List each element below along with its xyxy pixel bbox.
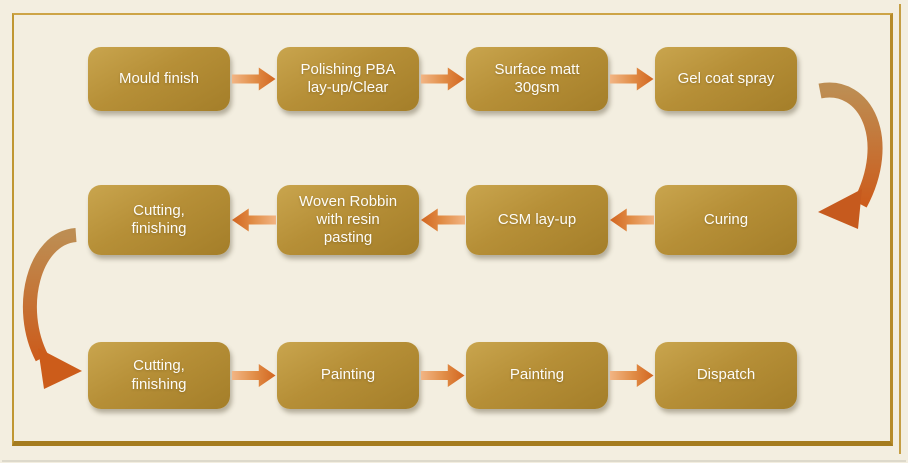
flow-step-label: Cutting, finishing bbox=[131, 357, 187, 393]
flow-step-mould-finish: Mould finish bbox=[88, 47, 230, 111]
flow-step-label: Dispatch bbox=[696, 366, 756, 384]
connector-gap bbox=[419, 342, 466, 409]
arrow-right-icon bbox=[420, 363, 465, 388]
bottom-edge-line bbox=[2, 460, 906, 462]
flow-step-label: Cutting, finishing bbox=[131, 201, 187, 237]
connector-gap bbox=[608, 185, 655, 255]
connector-gap bbox=[230, 342, 277, 409]
arrow-left-icon bbox=[232, 208, 276, 232]
flow-step-gel-coat-spray: Gel coat spray bbox=[655, 47, 797, 111]
flow-step-surface-matt: Surface matt 30gsm bbox=[466, 47, 608, 111]
connector-gap bbox=[608, 47, 655, 111]
flow-step-label: Painting bbox=[320, 366, 376, 384]
flow-step-label: Surface matt 30gsm bbox=[494, 60, 580, 96]
flow-step-label: Polishing PBA lay-up/Clear bbox=[300, 60, 396, 96]
flow-step-curing: Curing bbox=[655, 185, 797, 255]
connector-gap bbox=[419, 47, 466, 111]
process-row-2: Cutting, finishing Woven Robbin with res… bbox=[88, 185, 797, 255]
flow-step-label: Woven Robbin with resin pasting bbox=[298, 192, 398, 247]
process-row-1: Mould finish Polishing PBA lay-up/Clear … bbox=[88, 47, 797, 111]
flow-step-cutting-finishing-a: Cutting, finishing bbox=[88, 185, 230, 255]
arrow-left-icon bbox=[610, 208, 654, 232]
arrow-right-icon bbox=[420, 67, 465, 91]
flow-step-label: Mould finish bbox=[118, 69, 200, 87]
process-row-3: Cutting, finishing Painting Painting Dis… bbox=[88, 342, 797, 409]
flow-step-csm-layup: CSM lay-up bbox=[466, 185, 608, 255]
connector-gap bbox=[608, 342, 655, 409]
flow-step-label: Painting bbox=[509, 366, 565, 384]
arrow-right-icon bbox=[609, 363, 654, 388]
flow-step-label: Curing bbox=[703, 210, 749, 228]
connector-gap bbox=[419, 185, 466, 255]
flow-step-painting-2: Painting bbox=[466, 342, 608, 409]
curve-connector-right-icon bbox=[818, 82, 883, 229]
connector-gap bbox=[230, 185, 277, 255]
arrow-right-icon bbox=[231, 363, 276, 388]
flow-step-dispatch: Dispatch bbox=[655, 342, 797, 409]
arrow-right-icon bbox=[609, 67, 654, 91]
flow-step-polishing-pba: Polishing PBA lay-up/Clear bbox=[277, 47, 419, 111]
arrow-right-icon bbox=[231, 67, 276, 91]
flow-step-painting-1: Painting bbox=[277, 342, 419, 409]
flow-step-cutting-finishing-b: Cutting, finishing bbox=[88, 342, 230, 409]
right-edge-line bbox=[899, 4, 901, 454]
flow-step-woven-robbin: Woven Robbin with resin pasting bbox=[277, 185, 419, 255]
arrow-left-icon bbox=[421, 208, 465, 232]
flow-step-label: Gel coat spray bbox=[677, 69, 775, 87]
connector-gap bbox=[230, 47, 277, 111]
flow-step-label: CSM lay-up bbox=[497, 210, 577, 228]
